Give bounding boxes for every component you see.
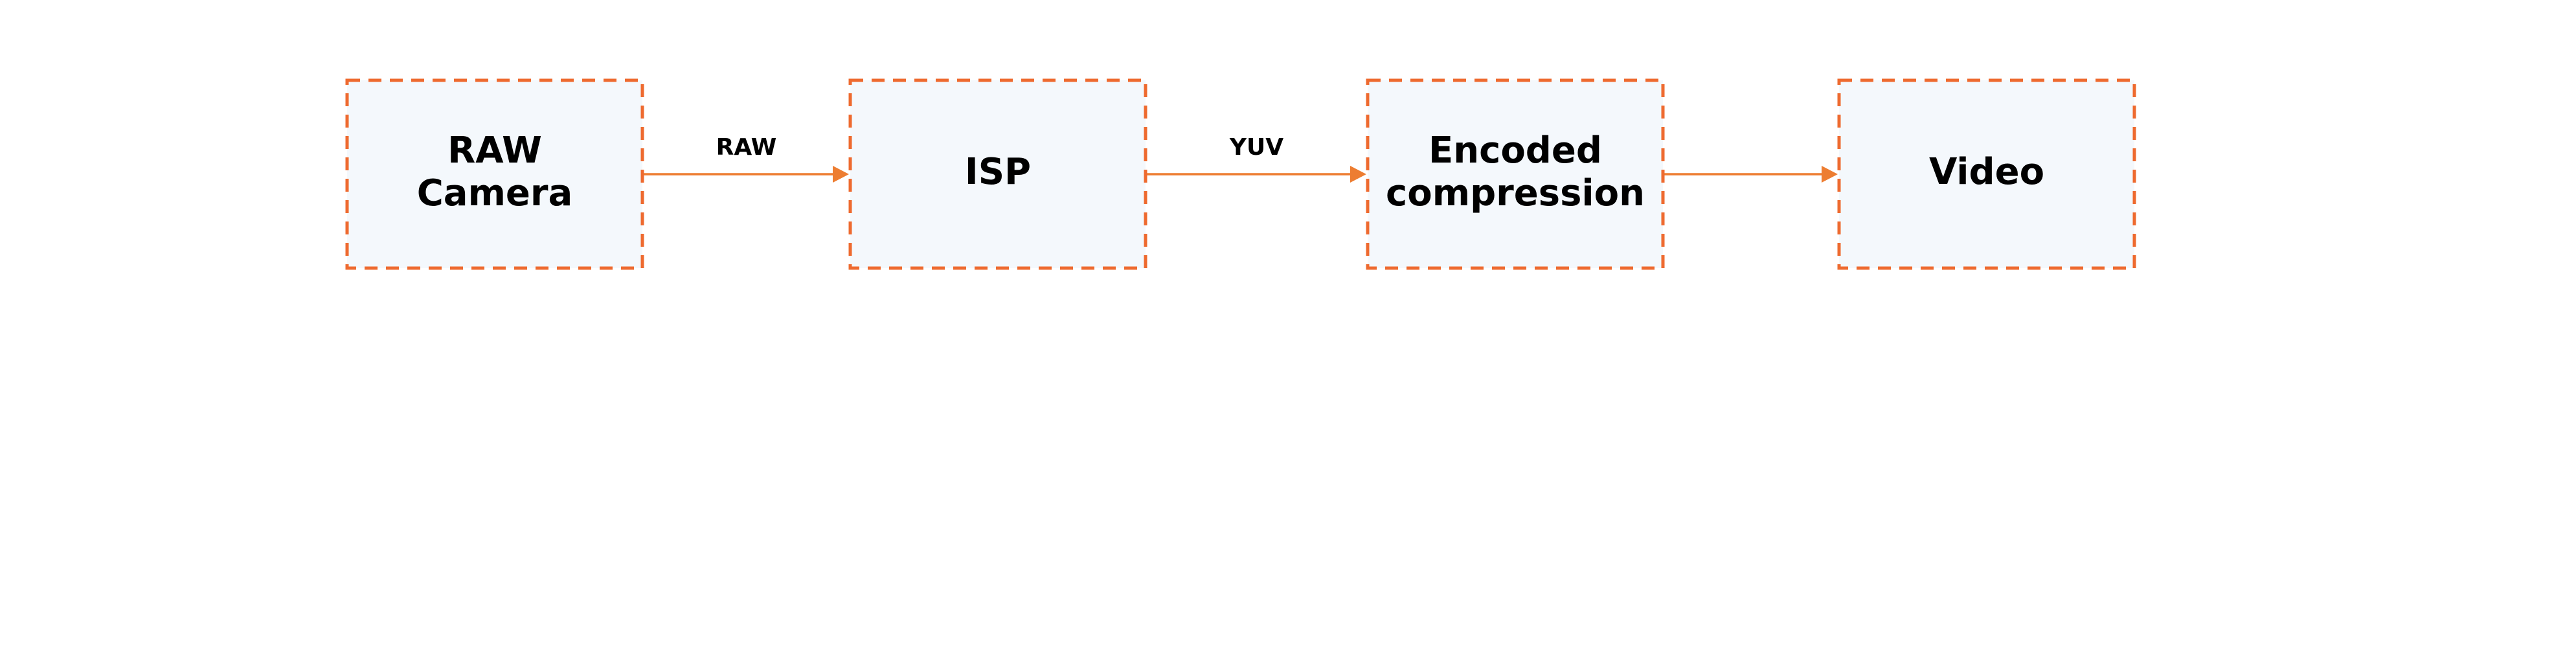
edge-raw-camera-to-isp: RAW (644, 134, 849, 183)
node-label: compression (1386, 172, 1645, 214)
node-label: Encoded (1429, 130, 1602, 172)
edge-encoded-compression-to-video (1664, 166, 1838, 183)
node-video: Video (1837, 78, 2136, 270)
edge-label: RAW (716, 134, 777, 161)
node-box (1366, 78, 1665, 270)
node-box (848, 78, 1147, 270)
node-label: Video (1929, 151, 2044, 193)
edge-isp-to-encoded-compression: YUV (1147, 134, 1366, 183)
arrowhead-icon (1350, 166, 1366, 183)
edges-layer: RAW YUV (644, 134, 1838, 183)
node-label: ISP (965, 151, 1031, 193)
node-box (345, 78, 644, 270)
arrowhead-icon (1822, 166, 1838, 183)
node-label: Camera (417, 172, 573, 214)
node-box (1837, 78, 2136, 270)
node-isp: ISP (848, 78, 1147, 270)
node-label: RAW (447, 130, 542, 172)
arrowhead-icon (833, 166, 849, 183)
edge-label: YUV (1229, 134, 1283, 161)
